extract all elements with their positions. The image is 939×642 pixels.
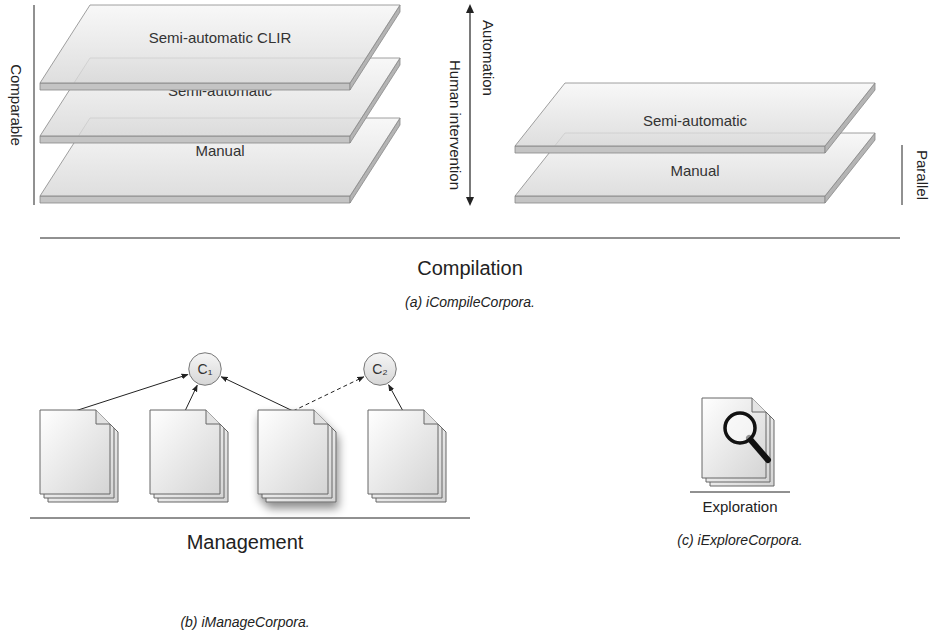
plate-face — [40, 5, 400, 83]
subfigure-caption: (b) iManageCorpora. — [180, 614, 309, 630]
corpus-circle-outline — [189, 353, 222, 386]
section-rule — [40, 238, 900, 239]
level-label: Semi-automatic CLIR — [40, 29, 400, 47]
corpus-label: C₁ — [188, 352, 222, 386]
page-fold — [206, 410, 220, 424]
plate-edge — [40, 196, 350, 203]
plate-face — [40, 58, 400, 136]
membership-arrow — [75, 375, 188, 411]
plate-edge — [40, 136, 350, 143]
bracket-line — [34, 5, 35, 205]
corpus-label: C₂ — [363, 352, 397, 386]
bracket-line — [902, 145, 903, 205]
document-stack — [40, 410, 122, 506]
page-fold — [424, 410, 438, 424]
page-fold — [314, 410, 328, 424]
plate-face — [40, 118, 400, 196]
page-stack — [40, 410, 118, 502]
axis-label: Comparable — [8, 64, 25, 146]
arrow-head — [466, 4, 474, 13]
document-shape — [40, 410, 122, 506]
membership-arrow — [293, 377, 364, 411]
section-rule — [690, 492, 790, 493]
page — [150, 410, 220, 494]
page-stack — [368, 410, 446, 502]
level-label: Manual — [40, 142, 400, 160]
corpus-circle: C₂ — [363, 352, 397, 386]
scale-arrow — [469, 12, 470, 198]
page — [702, 398, 766, 478]
axis-label: Automation — [480, 20, 497, 96]
magnifier-handle — [749, 438, 768, 460]
section-title: Compilation — [417, 257, 523, 280]
document-shape — [258, 410, 340, 506]
level-label: Manual — [515, 162, 875, 180]
corpus-circle: C₁ — [188, 352, 222, 386]
plate-face — [515, 83, 875, 146]
document-stack — [258, 410, 340, 506]
document-stack — [150, 410, 232, 506]
section-rule — [30, 518, 470, 519]
page — [368, 410, 438, 494]
plate-edge — [40, 83, 350, 90]
document-shape — [368, 410, 450, 506]
page — [40, 410, 110, 494]
page-fold — [96, 410, 110, 424]
plate-edge — [515, 196, 825, 203]
page — [258, 410, 328, 494]
document-stack — [368, 410, 450, 506]
magnifier-lens — [725, 413, 755, 443]
plate-face — [515, 133, 875, 196]
corpus-circle-outline — [364, 353, 397, 386]
page-stack — [258, 410, 336, 502]
level-label: Semi-automatic — [515, 112, 875, 130]
arrow-head — [466, 197, 474, 206]
section-title: Management — [187, 531, 304, 554]
membership-arrow — [389, 385, 403, 411]
membership-arrow — [185, 385, 197, 411]
level-plate: Semi-automatic — [515, 83, 875, 153]
axis-label: Parallel — [914, 150, 931, 200]
document-icon — [702, 398, 774, 486]
subfigure-caption: (a) iCompileCorpora. — [405, 294, 535, 310]
plate-shape — [40, 5, 400, 90]
level-plate: Semi-automatic CLIR — [40, 5, 400, 90]
document-shape — [150, 410, 232, 506]
axis-label: Human intervention — [447, 60, 464, 190]
page-stack — [150, 410, 228, 502]
membership-arrow — [221, 377, 293, 411]
subfigure-caption: (c) iExploreCorpora. — [677, 532, 802, 548]
page-fold — [752, 398, 766, 412]
plate-edge — [515, 146, 825, 153]
section-title: Exploration — [702, 498, 777, 515]
